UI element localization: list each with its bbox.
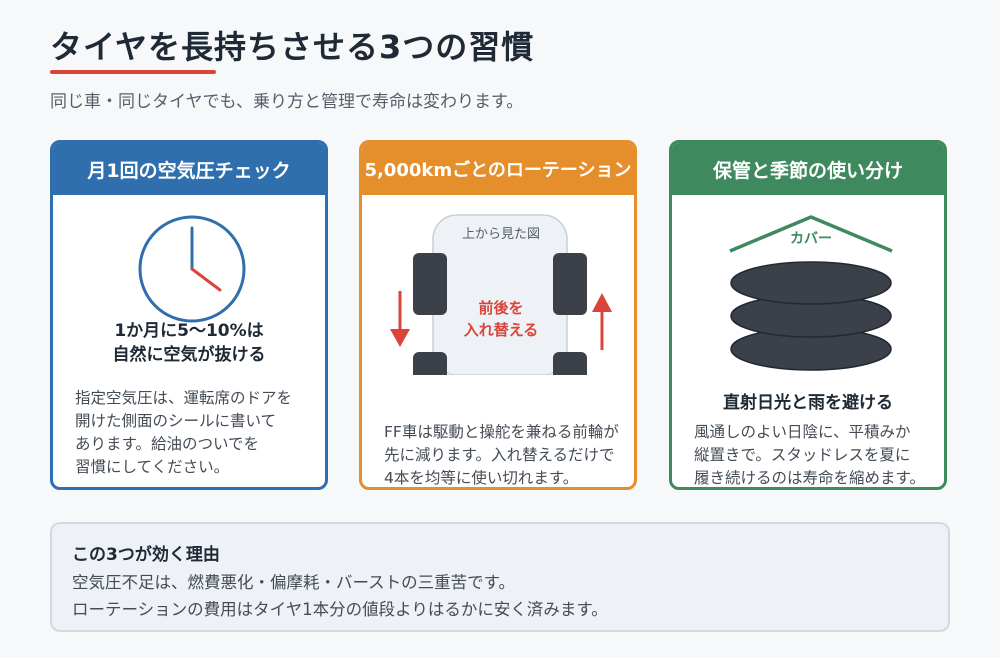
card-body: FF車は駆動と操舵を兼ねる前輪が 先に減ります。入れ替えるだけで 4本を均等に使… xyxy=(384,423,619,487)
clock-icon xyxy=(138,215,246,323)
cover-label: カバー xyxy=(790,231,832,247)
card-air-pressure: 月1回の空気圧チェック 1か月に5〜10%は 自然に空気が抜ける 指定空気圧は、… xyxy=(50,140,328,490)
page-subtitle: 同じ車・同じタイヤでも、乗り方と管理で寿命は変わります。 xyxy=(50,92,524,112)
tire-front-right xyxy=(553,253,587,315)
diagram-caption: 上から見た図 xyxy=(462,227,540,242)
page-title: タイヤを長持ちさせる3つの習慣 xyxy=(50,28,535,66)
arrow-down-icon xyxy=(390,329,410,347)
card-headline: 直射日光と雨を避ける xyxy=(723,393,893,413)
title-underline xyxy=(50,70,216,74)
car-top-view-icon: 上から見た図 前後を 入れ替える xyxy=(390,214,612,375)
card-headline: 1か月に5〜10%は 自然に空気が抜ける xyxy=(112,321,266,365)
tire-rear-right xyxy=(553,352,587,375)
tire-rear-left xyxy=(413,352,447,375)
card-rotation: 5,000kmごとのローテーション 上から見た図 前後を 入れ替える FF車は駆… xyxy=(359,140,637,490)
roof-icon xyxy=(729,215,893,253)
reason-line: 空気圧不足は、燃費悪化・偏摩耗・バーストの三重苦です。 xyxy=(72,573,516,592)
card-header: 5,000kmごとのローテーション xyxy=(362,143,634,195)
card-body: 風通しのよい日陰に、平積みか 縦置きで。スタッドレスを夏に 履き続けるのは寿命を… xyxy=(694,423,925,487)
arrow-up-icon xyxy=(592,293,612,312)
reason-title: この3つが効く理由 xyxy=(72,545,220,565)
card-header: 月1回の空気圧チェック xyxy=(53,143,325,195)
card-header: 保管と季節の使い分け xyxy=(672,143,944,195)
card-body: 指定空気圧は、運転席のドアを 開けた側面のシールに書いて あります。給油のついで… xyxy=(75,389,293,476)
card-storage: 保管と季節の使い分け カバー 直射日光と雨を避ける 風通しのよい日陰に、平積みか… xyxy=(669,140,947,490)
reason-box: この3つが効く理由 空気圧不足は、燃費悪化・偏摩耗・バーストの三重苦です。 ロー… xyxy=(50,522,950,632)
tire-front-left xyxy=(413,253,447,315)
tire-stack-icon: カバー xyxy=(729,215,893,371)
diagram-center-line: 前後を xyxy=(478,299,523,317)
reason-line: ローテーションの費用はタイヤ1本分の値段よりはるかに安く済みます。 xyxy=(72,600,608,619)
diagram-center-line: 入れ替える xyxy=(464,321,539,339)
